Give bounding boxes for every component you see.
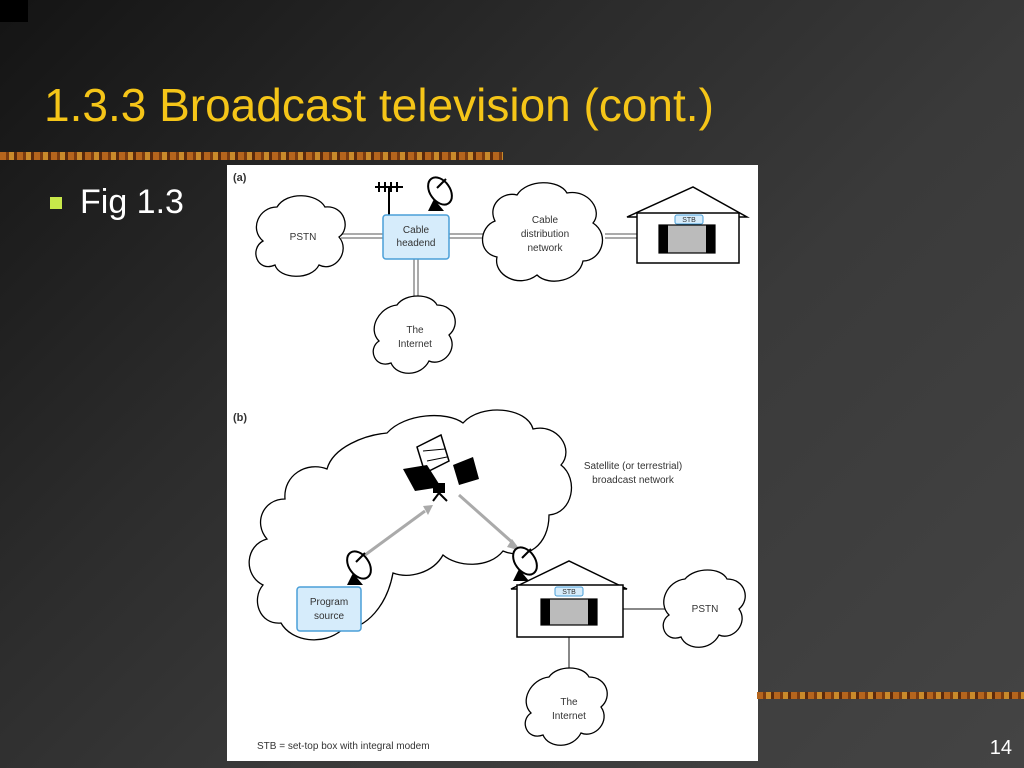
satellite-dish-icon — [422, 171, 458, 212]
program-label-2: source — [314, 611, 344, 622]
decorative-rule-bottom — [757, 692, 1024, 699]
figure-1-3: (a) PSTN Cable headend Cable distributio… — [227, 165, 758, 761]
page-number: 14 — [989, 737, 1012, 759]
bullet-square-icon — [50, 196, 62, 209]
pstn-label: PSTN — [290, 232, 317, 243]
decorative-rule-top — [0, 152, 503, 160]
broadcast-network-cloud: Satellite (or terrestrial) broadcast net… — [248, 409, 682, 641]
cable-headend-box: Cable headend — [382, 214, 450, 260]
stb-label-b: STB — [562, 589, 576, 596]
program-label-1: Program — [310, 597, 348, 608]
cable-label-2: distribution — [521, 229, 569, 240]
pstn-cloud: PSTN — [255, 195, 346, 277]
house-b-icon: STB — [510, 560, 628, 638]
internet-cloud-a: The Internet — [372, 295, 456, 374]
network-label-1: Satellite (or terrestrial) — [584, 461, 682, 472]
part-b-links — [568, 608, 667, 673]
internet-label-a-2: Internet — [398, 339, 432, 350]
uplink-arrow — [364, 505, 433, 557]
cable-label-1: Cable — [532, 215, 559, 226]
part-b-label: (b) — [233, 412, 247, 424]
headend-label-2: headend — [397, 238, 436, 249]
part-a-label: (a) — [233, 172, 247, 184]
program-source-box: Program source — [296, 586, 362, 632]
cable-distribution-cloud: Cable distribution network — [481, 182, 604, 282]
stb-label-a: STB — [682, 217, 696, 224]
network-label-2: broadcast network — [592, 475, 675, 486]
antenna-icon — [375, 182, 403, 215]
bullet-item: Fig 1.3 — [50, 183, 184, 222]
pstn-cloud-b: PSTN — [662, 569, 746, 648]
corner-mark — [0, 0, 28, 22]
slide-title: 1.3.3 Broadcast television (cont.) — [44, 79, 714, 131]
internet-label-a-1: The — [406, 325, 424, 336]
figure-caption: STB = set-top box with integral modem — [257, 741, 430, 752]
internet-label-b-1: The — [560, 697, 578, 708]
part-a-links — [341, 233, 637, 303]
bullet-text: Fig 1.3 — [80, 183, 184, 221]
pstn-b-label: PSTN — [692, 604, 719, 615]
cable-label-3: network — [527, 243, 563, 254]
internet-cloud-b: The Internet — [524, 667, 608, 746]
house-icon: STB — [626, 186, 750, 264]
satellite-icon — [403, 433, 479, 502]
headend-label-1: Cable — [403, 225, 430, 236]
internet-label-b-2: Internet — [552, 711, 586, 722]
